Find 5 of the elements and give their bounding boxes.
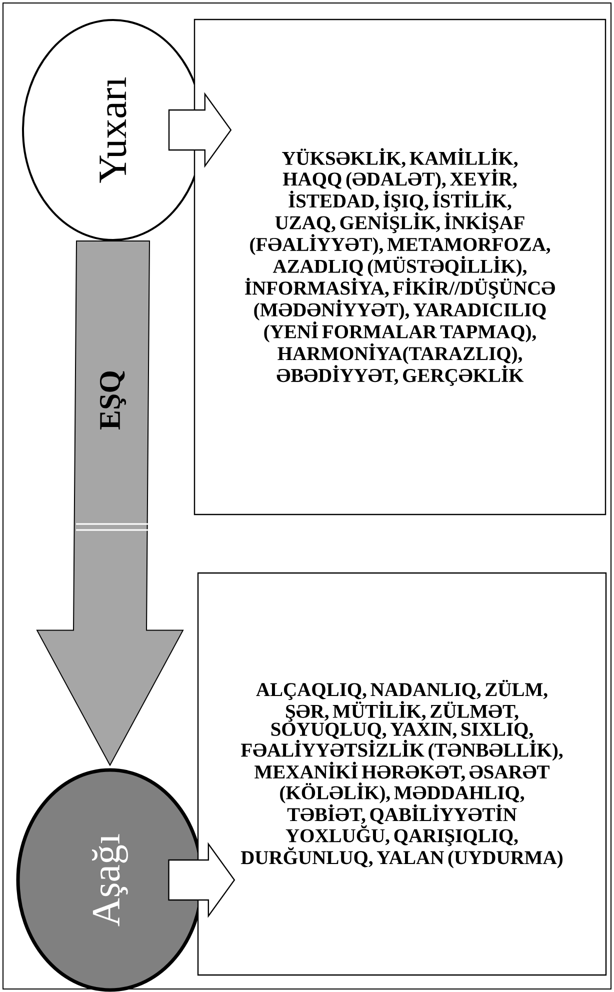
- text-box: ALÇAQLIQ, NADANLIQ, ZÜLM, ŞƏR, MÜTİLİK, ZÜLMƏT, SOYUQLUQ, YAXIN, SIXLIQ, FƏALİYYƏTSİZLİK (TƏNBƏLLİK), MEXANİKİ HƏRƏKƏT, ƏSARƏT (KÖLƏLİK), MƏDDAHLIQ, TƏBİƏT, QABİLİYYƏTİN YOXLUĞU, QARIŞIQLIQ, DURĞUNLUQ, YALAN (UYDURMA): [197, 572, 607, 976]
- block-arrow: [168, 92, 232, 168]
- edge-label: EŞQ: [98, 369, 128, 432]
- big-arrow: [36, 240, 184, 766]
- block-arrow: [168, 842, 236, 918]
